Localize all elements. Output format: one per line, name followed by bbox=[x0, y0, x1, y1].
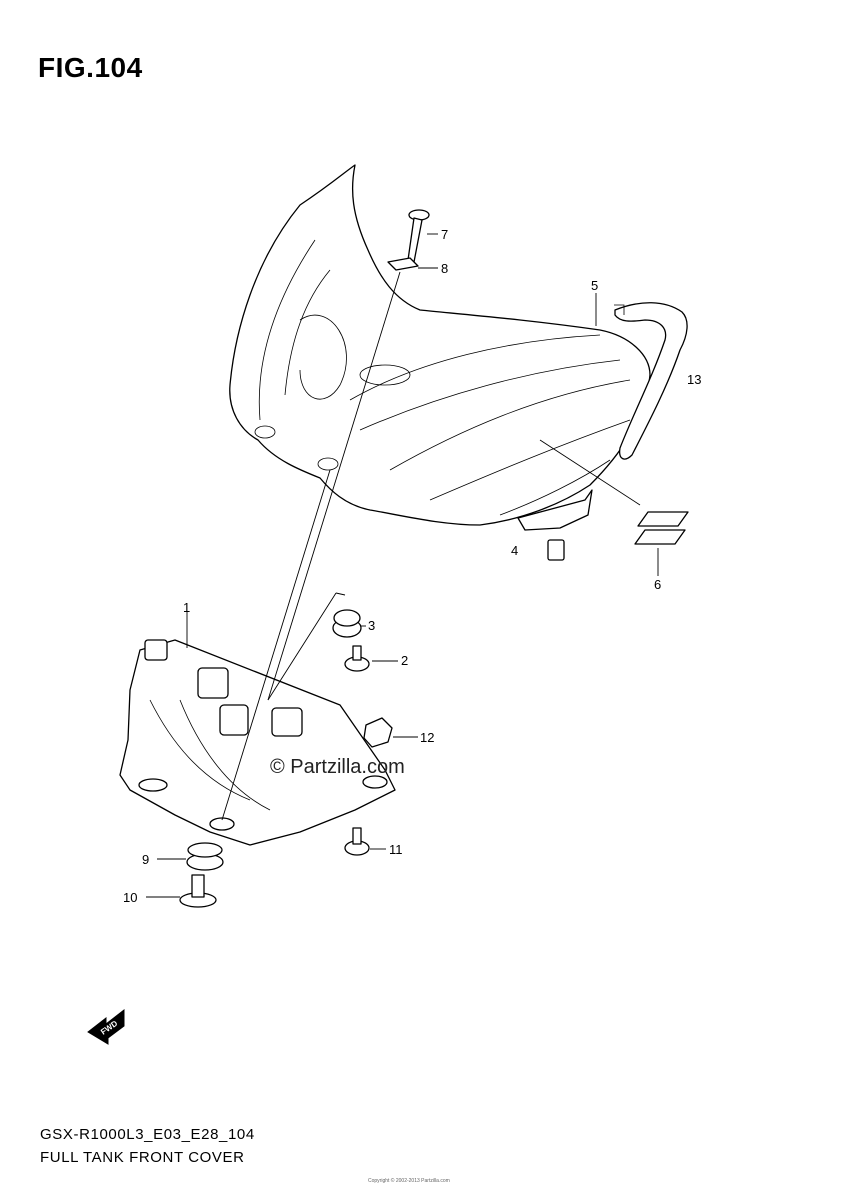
callout-3: 3 bbox=[368, 618, 375, 633]
callout-8: 8 bbox=[441, 261, 448, 276]
screw-part[interactable] bbox=[407, 209, 430, 263]
footer-copyright: Copyright © 2002-2013 Partzilla.com bbox=[368, 1178, 450, 1184]
washer-part[interactable] bbox=[387, 257, 419, 271]
callout-12: 12 bbox=[420, 730, 434, 745]
callout-2: 2 bbox=[401, 653, 408, 668]
cushion-part[interactable] bbox=[186, 842, 224, 871]
watermark-text: © Partzilla.com bbox=[270, 756, 405, 778]
collar-part[interactable] bbox=[344, 645, 370, 672]
clip-nut-part[interactable] bbox=[547, 539, 565, 561]
callout-13: 13 bbox=[687, 372, 701, 387]
figure-title: FIG.104 bbox=[38, 52, 143, 83]
emblem-part[interactable] bbox=[539, 439, 689, 545]
forward-arrow-icon: FWD bbox=[87, 1008, 125, 1045]
callout-10: 10 bbox=[123, 890, 137, 905]
callout-7: 7 bbox=[441, 227, 448, 242]
bolt-part[interactable] bbox=[344, 827, 370, 856]
callout-6: 6 bbox=[654, 577, 661, 592]
nut-part[interactable] bbox=[363, 717, 393, 748]
callout-1: 1 bbox=[183, 600, 190, 615]
bracket-part[interactable] bbox=[119, 639, 396, 846]
callout-4: 4 bbox=[511, 543, 518, 558]
callout-9: 9 bbox=[142, 852, 149, 867]
callout-5: 5 bbox=[591, 278, 598, 293]
figure-code: GSX-R1000L3_E03_E28_104 bbox=[40, 1126, 255, 1143]
pin-part[interactable] bbox=[179, 874, 217, 908]
grommet-part[interactable] bbox=[332, 609, 362, 638]
callout-11: 11 bbox=[389, 842, 403, 857]
front-cover-part[interactable] bbox=[229, 164, 651, 531]
figure-caption: FULL TANK FRONT COVER bbox=[40, 1149, 245, 1166]
trim-strip-part[interactable] bbox=[614, 302, 688, 460]
